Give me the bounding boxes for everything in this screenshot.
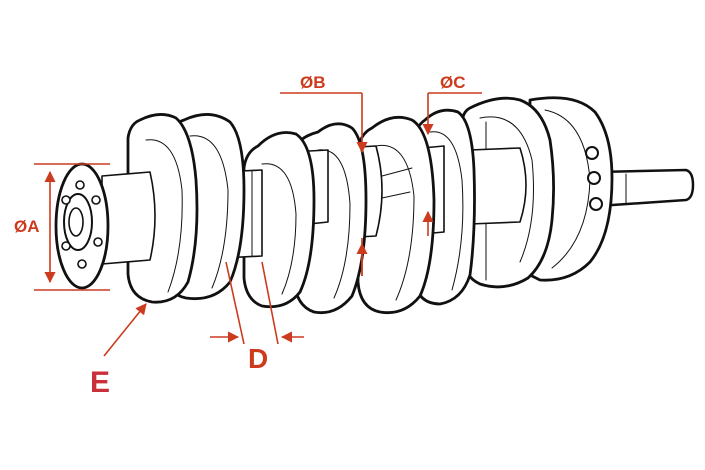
- label-length-d: D: [248, 343, 268, 374]
- front-bolt-1: [75, 180, 85, 190]
- front-bolt-2: [91, 195, 101, 205]
- front-bolt-3: [93, 237, 103, 247]
- dimension-b: [280, 92, 368, 276]
- flange-bolt-1: [585, 146, 599, 160]
- front-bolt-5: [61, 241, 71, 251]
- label-dia-a: ØA: [14, 217, 40, 236]
- flange-bolt-2: [587, 171, 601, 185]
- front-bolt-6: [61, 195, 71, 205]
- dimension-d: [210, 261, 304, 345]
- output-shaft: [596, 168, 695, 208]
- crankshaft-body: [54, 96, 695, 315]
- dimension-c: [422, 92, 482, 236]
- label-dia-c: ØC: [440, 73, 466, 92]
- front-bolt-4: [77, 259, 87, 269]
- front-flange: [54, 162, 110, 290]
- front-journal: [101, 171, 156, 265]
- marker-e-pointer: [103, 303, 147, 357]
- label-marker-e: E: [90, 366, 110, 399]
- label-dia-b: ØB: [300, 73, 326, 92]
- main-journal-4: [469, 147, 527, 225]
- flange-bolt-3: [589, 197, 603, 211]
- dimension-annotations: [34, 92, 482, 357]
- dimension-a: [34, 163, 110, 291]
